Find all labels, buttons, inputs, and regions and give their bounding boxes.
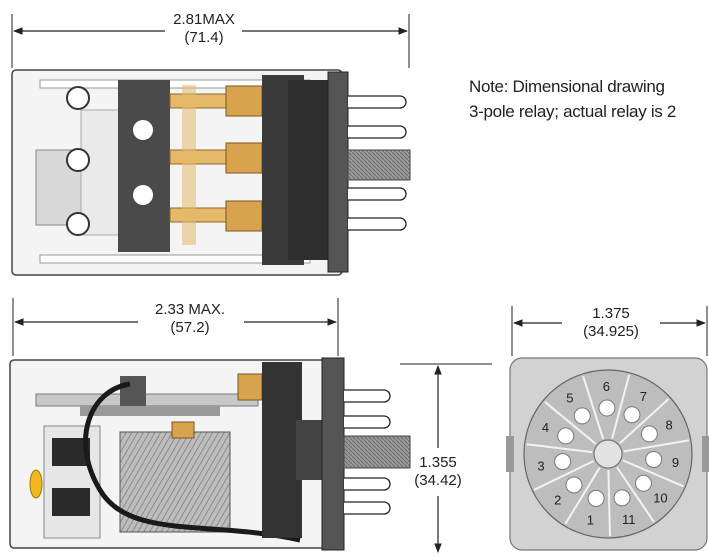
height-dimension: 1.355 (34.42)	[400, 363, 492, 553]
socket-pin-label: 4	[542, 420, 549, 435]
socket-pin-label: 3	[537, 458, 544, 473]
socket-pin-hole	[554, 453, 572, 471]
side-width-sub: (57.2)	[170, 319, 209, 336]
top-width-sub: (71.4)	[184, 29, 223, 46]
socket-pin-hole	[613, 489, 631, 507]
height-main: 1.355	[419, 454, 457, 471]
base-width-main: 1.375	[592, 305, 630, 322]
top-width-main: 2.81MAX	[173, 11, 235, 28]
socket-pins: 1 2 3 4 5 6 7 8 9 10 11	[537, 379, 679, 528]
socket-spoke	[607, 469, 611, 537]
socket-spoke	[623, 439, 690, 453]
socket-pin-label: 7	[640, 389, 647, 404]
side-width-main: 2.33 MAX.	[155, 301, 225, 318]
socket-spoke	[582, 375, 605, 440]
socket-pin-label: 6	[603, 379, 610, 394]
socket-pin-label: 10	[653, 490, 667, 505]
socket-pin-hole	[587, 489, 605, 507]
relay-top-view	[11, 69, 411, 276]
socket-pin-label: 1	[587, 513, 594, 528]
socket-pin-hole	[623, 406, 641, 424]
socket-spoke	[544, 401, 597, 445]
side-width-dimension: 2.33 MAX. (57.2)	[12, 298, 339, 356]
socket-pin-hole	[573, 407, 591, 425]
socket-pin-label: 2	[554, 493, 561, 508]
socket-pin-label: 8	[666, 417, 673, 432]
socket-pin-hole	[565, 476, 583, 494]
socket-spoke	[616, 466, 655, 523]
socket-pin-hole	[640, 425, 658, 443]
note: Note: Dimensional drawing 3-pole relay; …	[469, 77, 676, 121]
socket-spoke	[611, 374, 631, 439]
top-width-dimension: 2.81MAX (71.4)	[11, 11, 410, 68]
note-line-1: Note: Dimensional drawing	[469, 77, 665, 96]
socket-pin-label: 11	[622, 512, 636, 527]
socket-spoke	[533, 460, 595, 491]
socket-spoke	[564, 467, 601, 525]
socket-pin-label: 9	[672, 455, 679, 470]
socket-pin-hole	[634, 474, 652, 492]
knob-icon-top	[66, 86, 90, 236]
socket-pin-hole	[598, 399, 616, 417]
socket-spoke	[622, 459, 684, 488]
socket-pin-hole	[557, 427, 575, 445]
knob-icon-side	[29, 469, 43, 499]
base-width-dimension: 1.375 (34.925)	[511, 305, 708, 356]
socket-pin-hole	[645, 450, 663, 468]
socket-spoke	[619, 398, 670, 444]
socket-spoke	[526, 443, 593, 454]
height-sub: (34.42)	[414, 472, 462, 489]
socket-pin-label: 5	[566, 391, 573, 406]
relay-side-view	[9, 357, 411, 551]
socket-base-view: 1 2 3 4 5 6 7 8 9 10 11	[506, 357, 709, 551]
base-width-sub: (34.925)	[583, 323, 639, 340]
note-line-2: 3-pole relay; actual relay is 2	[469, 102, 676, 121]
